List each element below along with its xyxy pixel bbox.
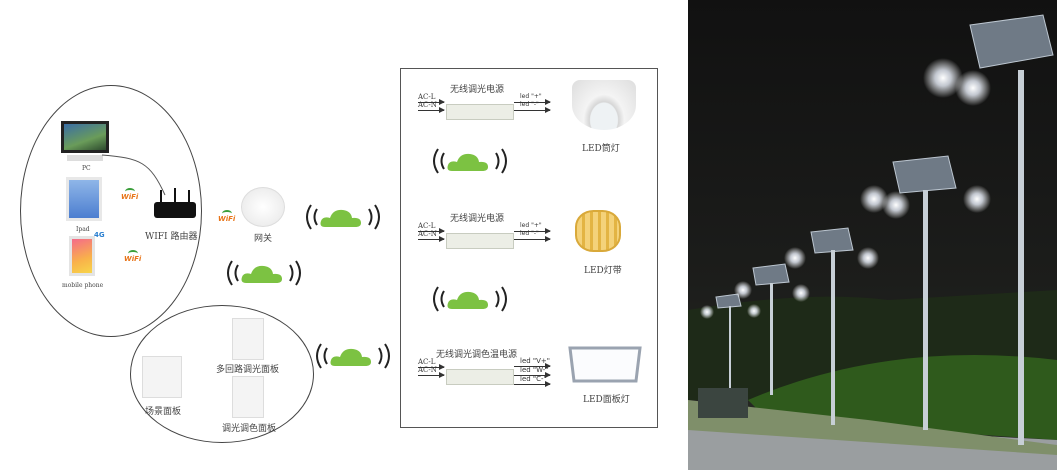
input-label: AC-N (418, 366, 437, 374)
street-light-photo (688, 0, 1057, 470)
cable (101, 154, 166, 196)
driver-cct: 无线调光调色温电源 AC-L AC-N led "V+" led "W-" le… (400, 347, 630, 407)
pc-image (61, 121, 109, 153)
scene-panel-image (142, 356, 182, 398)
driver-title: 无线调光电源 (450, 85, 505, 95)
output-label: led "-" (520, 230, 539, 237)
wireless-cloud-icon (316, 343, 390, 369)
receiver-frame (400, 68, 658, 428)
input-label: AC-L (418, 93, 436, 101)
driver-dimming-2: 无线调光电源 AC-L AC-N led "+" led "-" (400, 211, 630, 271)
gateway-label: 网关 (254, 234, 273, 244)
downlight-image (572, 80, 636, 130)
router-image (154, 202, 196, 218)
gateway-image (241, 187, 285, 227)
output-label: led "C-" (520, 375, 547, 383)
multi-panel-label: 多回路调光面板 (216, 365, 280, 375)
router-antenna (160, 190, 162, 204)
wireless-cloud-icon (227, 260, 301, 286)
4g-badge: 4G (94, 231, 105, 239)
output-label: led "V+" (520, 357, 551, 365)
phone-label: mobile phone (62, 282, 104, 289)
output-label: led "W-" (520, 366, 549, 374)
pc-base (67, 155, 103, 161)
device-group-ellipse (20, 85, 202, 337)
panel-light-label: LED面板灯 (583, 395, 630, 405)
multi-panel-image (232, 318, 264, 360)
wireless-cloud-icon (306, 204, 380, 230)
led-strip-label: LED灯带 (584, 266, 622, 276)
wifi-badge: WiFi (124, 250, 142, 263)
wifi-badge: WiFi (121, 188, 139, 201)
color-panel-label: 调光调色面板 (222, 424, 277, 434)
scene-panel-label: 场景面板 (145, 407, 182, 417)
router-antenna (174, 188, 176, 204)
driver-title: 无线调光电源 (450, 214, 505, 224)
output-label: led "+" (520, 93, 542, 100)
input-label: AC-N (418, 101, 437, 109)
wireless-cloud-icon (433, 286, 507, 312)
input-label: AC-N (418, 230, 437, 238)
wifi-badge: WiFi (218, 210, 236, 223)
output-label: led "+" (520, 222, 542, 229)
input-label: AC-L (418, 358, 436, 366)
router-label: WIFI 路由器 (145, 232, 198, 242)
input-label: AC-L (418, 222, 436, 230)
wireless-cloud-icon (433, 148, 507, 174)
panel-group-ellipse (130, 305, 314, 443)
ipad-label: Ipad (76, 226, 90, 233)
driver-dimming-1: 无线调光电源 AC-L AC-N led "+" led "-" (400, 82, 630, 142)
driver-box (446, 369, 514, 385)
color-panel-image (232, 376, 264, 418)
led-strip-image (575, 210, 621, 252)
router-antenna (188, 190, 190, 204)
driver-box (446, 233, 514, 249)
phone-image (69, 236, 95, 276)
driver-box (446, 104, 514, 120)
driver-title: 无线调光调色温电源 (436, 350, 518, 360)
output-label: led "-" (520, 101, 539, 108)
ipad-image (66, 177, 102, 221)
downlight-label: LED筒灯 (582, 144, 620, 154)
panel-light-image (568, 346, 642, 383)
pc-label: PC (82, 165, 91, 172)
